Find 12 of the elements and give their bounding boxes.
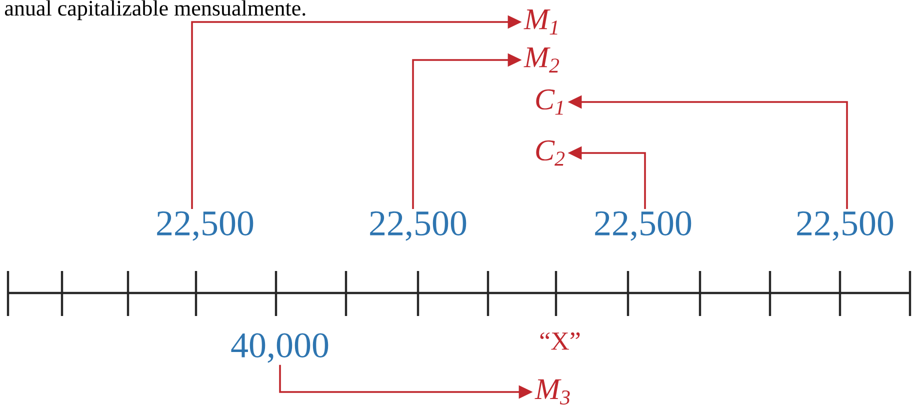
variable-label: “X” [540, 332, 580, 350]
variable-label: C$_{2}$ [536, 140, 565, 166]
amount-label: 22,500 [797, 211, 894, 241]
variable-label: C$_{1}$ [536, 89, 563, 115]
amount-label: 40,000 [231, 333, 328, 363]
variable-label: M$_{2}$ [524, 48, 560, 72]
variable-label: M$_{1}$ [524, 10, 558, 34]
note-text: anual capitalizable mensualmente. [4, 0, 306, 20]
amount-label: 22,500 [595, 211, 692, 241]
amount-label: 22,500 [370, 211, 466, 241]
variable-label: M$_{3}$ [534, 379, 570, 405]
amount-label: 22,500 [157, 211, 254, 241]
